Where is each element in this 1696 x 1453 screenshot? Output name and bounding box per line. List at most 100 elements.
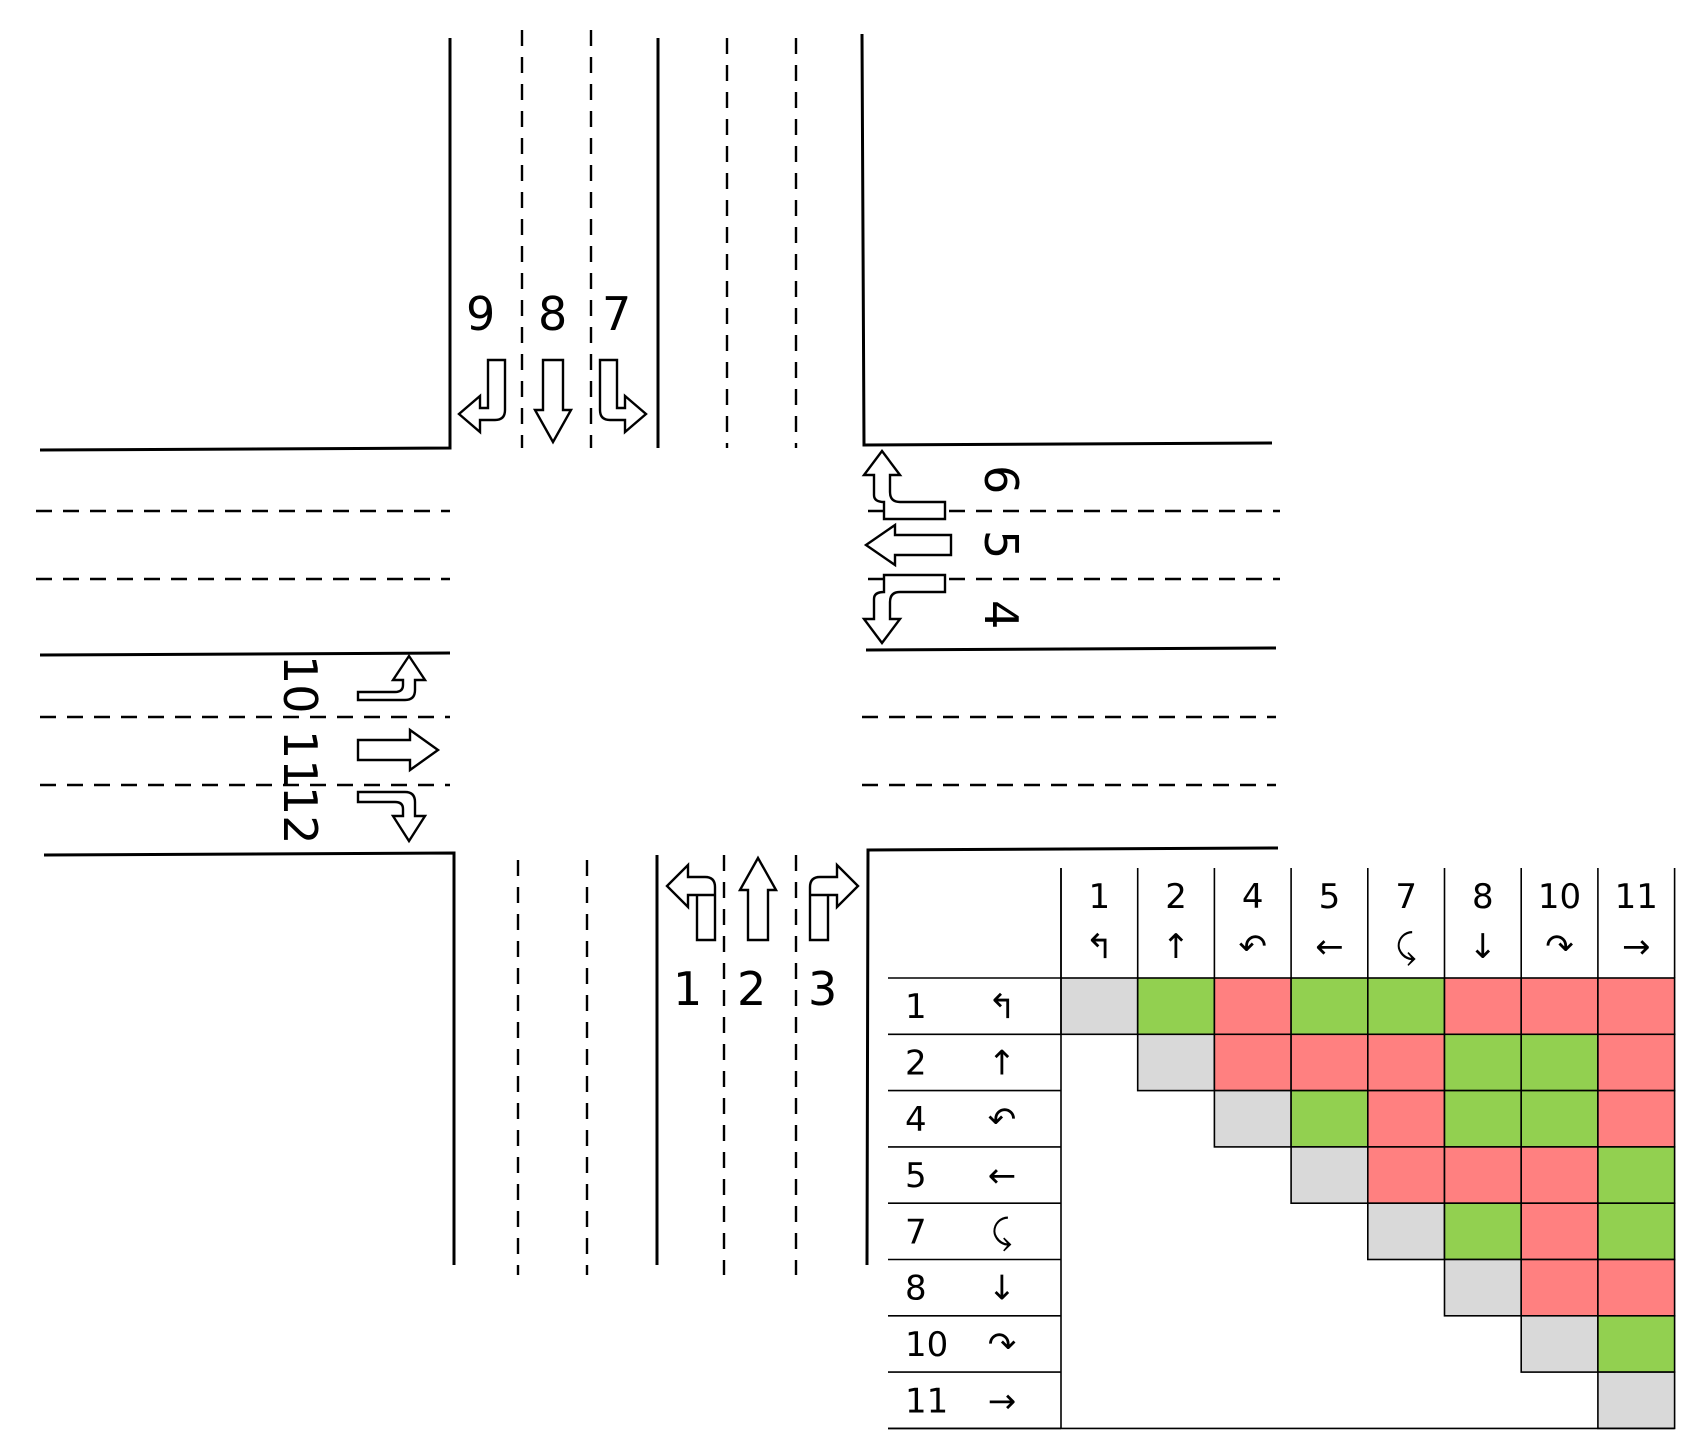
matrix-cell-compatible [1597,1315,1676,1373]
matrix-column-header: 1 [1089,877,1111,917]
matrix-cell-conflict [1213,1033,1292,1092]
west-approach: 10 11 12 [273,653,441,845]
matrix-cell-compatible [1290,977,1369,1036]
straight-arrow [356,727,441,773]
left-turn-arrow [356,653,428,702]
matrix-column-symbol: → [1622,927,1651,967]
straight-arrow [737,855,779,942]
matrix-row-symbol: ← [988,1156,1017,1196]
matrix-cell-conflict [1443,1146,1522,1205]
matrix-column-header: 7 [1395,877,1417,917]
matrix-cell-conflict [1597,1033,1676,1092]
lane-number: 7 [602,287,631,341]
matrix-cell-conflict [1520,1146,1599,1205]
matrix-cell-conflict [1213,977,1292,1036]
lane-number: 1 [673,962,702,1016]
matrix-cell-compatible [1443,1089,1522,1148]
matrix-cell-compatible [1367,977,1446,1036]
right-turn-arrow [808,862,860,942]
matrix-cell-compatible [1443,1033,1522,1092]
matrix-cell-conflict [1520,1258,1599,1317]
south-approach: 1 2 3 [665,855,860,1016]
matrix-cell-compatible [1597,1146,1676,1205]
matrix-column-symbol: ↓ [1469,927,1498,967]
road-edge-nw [39,38,452,452]
lane-number: 4 [974,600,1028,629]
matrix-row-header: 7 [905,1212,927,1252]
matrix-cell-conflict [1443,977,1522,1036]
matrix-column-symbol: ⤹ [1396,927,1416,967]
matrix-row-header: 2 [905,1043,927,1083]
lane-number: 12 [273,786,327,845]
straight-arrow [863,522,953,568]
matrix-column-header: 5 [1319,877,1341,917]
north-approach: 9 8 7 [457,287,648,445]
matrix-cell-compatible [1520,1033,1599,1092]
matrix-row-symbol: ↰ [988,987,1017,1027]
road-edge-sw [43,851,456,1265]
matrix-cell-compatible [1290,1089,1369,1148]
lane-number: 11 [273,730,327,789]
matrix-column-header: 4 [1242,877,1264,917]
road-median-east [865,646,1277,652]
matrix-cell-conflict [1597,1089,1676,1148]
matrix-cell-conflict [1367,1089,1446,1148]
matrix-cell-self [1367,1202,1446,1261]
matrix-cell-self [1443,1258,1522,1317]
lane-number: 8 [538,287,567,341]
matrix-row-symbol: ↷ [988,1325,1017,1365]
matrix-column-symbol: ← [1315,927,1344,967]
matrix-column-header: 2 [1165,877,1187,917]
matrix-row-header: 1 [905,987,927,1027]
matrix-column-symbol: ↰ [1085,927,1114,967]
lane-number: 2 [737,962,766,1016]
matrix-cell-conflict [1597,1258,1676,1317]
conflict-matrix: 1↰2↑4↶5←7⤹8↓10↷11→1↰2↑4↶5←7⤹8↓10↷11→ [888,868,1676,1430]
matrix-cell-compatible [1136,977,1216,1036]
matrix-row-header: 11 [905,1381,948,1421]
matrix-row-symbol: ↶ [988,1100,1017,1140]
matrix-row-header: 10 [905,1325,948,1365]
matrix-row-header: 8 [905,1269,927,1309]
right-turn-arrow [457,358,507,435]
road-edges [39,33,1279,1266]
left-turn-arrow [861,573,947,645]
matrix-cell-self [1213,1089,1292,1148]
matrix-cell-self [1597,1371,1676,1430]
matrix-row-header: 4 [905,1100,927,1140]
lane-number: 9 [466,287,495,341]
matrix-column-symbol: ↑ [1162,927,1191,967]
matrix-row-symbol: → [988,1381,1017,1421]
lane-number: 10 [273,655,327,714]
matrix-column-header: 8 [1472,877,1494,917]
matrix-column-symbol: ↷ [1545,927,1574,967]
lane-number: 3 [808,962,837,1016]
road-edge-ne [860,33,1273,447]
road-edge-se [865,846,1279,1266]
lane-number: 6 [974,465,1028,494]
matrix-cell-self [1520,1315,1599,1373]
matrix-cell-conflict [1367,1033,1446,1092]
left-turn-arrow [598,358,648,435]
right-turn-arrow [861,449,947,521]
matrix-cell-conflict [1367,1146,1446,1205]
matrix-row-symbol: ↑ [988,1043,1017,1083]
right-turn-arrow [356,790,428,844]
matrix-cell-compatible [1443,1202,1522,1261]
matrix-cell-conflict [1597,977,1676,1036]
matrix-row-symbol: ⤹ [992,1212,1012,1252]
matrix-cell-compatible [1520,1089,1599,1148]
matrix-cell-conflict [1520,1202,1599,1261]
matrix-cell-compatible [1597,1202,1676,1261]
lane-number: 5 [974,530,1028,559]
matrix-column-symbol: ↶ [1239,927,1268,967]
matrix-cell-self [1060,977,1139,1036]
road-median-west [39,651,451,657]
matrix-row-symbol: ↓ [988,1269,1017,1309]
east-approach: 6 5 4 [861,449,1028,645]
matrix-cell-self [1136,1033,1216,1092]
left-turn-arrow [665,862,717,942]
matrix-cell-conflict [1520,977,1599,1036]
matrix-column-header: 10 [1538,877,1581,917]
